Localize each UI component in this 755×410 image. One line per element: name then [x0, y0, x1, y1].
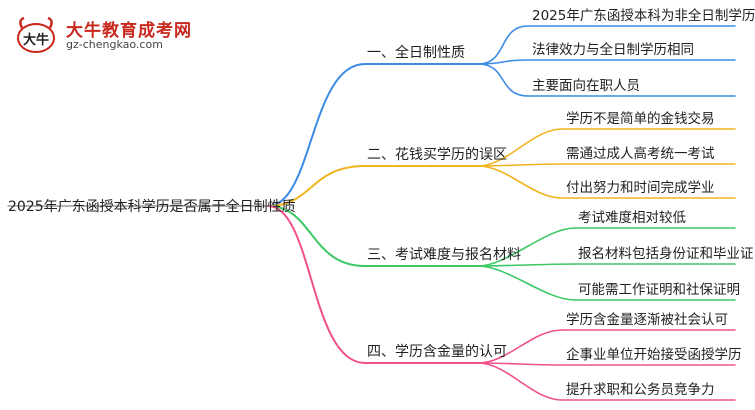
site-logo[interactable]: 大牛 大牛教育成考网 gz-chengkao.com [14, 14, 204, 58]
logo-mark-text: 大牛 [23, 32, 49, 48]
leaf-node: 报名材料包括身份证和毕业证 [578, 246, 754, 262]
leaf-node: 法律效力与全日制学历相同 [532, 42, 694, 58]
leaf-connector [477, 227, 576, 267]
branch-node: 四、学历含金量的认可 [367, 344, 507, 360]
branch-node: 一、全日制性质 [367, 45, 465, 61]
logo-url: gz-chengkao.com [66, 38, 163, 51]
branch-connector [267, 63, 366, 207]
leaf-connector [477, 362, 563, 366]
leaf-node: 主要面向在职人员 [532, 78, 640, 94]
leaf-connector [477, 163, 563, 167]
bull-logo-icon: 大牛 [17, 16, 55, 53]
branch-node: 三、考试难度与报名材料 [367, 247, 521, 263]
leaf-node: 企事业单位开始接受函授学历 [566, 347, 742, 363]
leaf-connector [477, 165, 563, 199]
branch-connector [267, 205, 366, 364]
leaf-node: 考试难度相对较低 [578, 210, 686, 226]
leaf-connector [477, 59, 529, 65]
leaf-connector [477, 25, 529, 65]
branch-connector [267, 165, 366, 207]
leaf-node: 可能需工作证明和社保证明 [578, 282, 740, 298]
leaf-connector [477, 128, 563, 167]
leaf-connector [477, 263, 576, 267]
leaf-connector [477, 63, 529, 97]
leaf-node: 学历含金量逐渐被社会认可 [566, 312, 728, 328]
leaf-node: 学历不是简单的金钱交易 [566, 111, 715, 127]
leaf-node: 提升求职和公务员竞争力 [566, 382, 715, 398]
leaf-node: 需通过成人高考统一考试 [566, 146, 715, 162]
leaf-connector [477, 329, 563, 364]
leaf-node: 付出努力和时间完成学业 [566, 180, 715, 196]
logo-title: 大牛教育成考网 [66, 21, 192, 41]
leaf-connector [477, 362, 563, 401]
root-node: 2025年广东函授本科学历是否属于全日制性质 [8, 199, 296, 215]
branch-connector [267, 205, 366, 267]
leaf-node: 2025年广东函授本科为非全日制学历 [532, 8, 755, 24]
branch-node: 二、花钱买学历的误区 [367, 147, 507, 163]
leaf-connector [477, 265, 576, 301]
